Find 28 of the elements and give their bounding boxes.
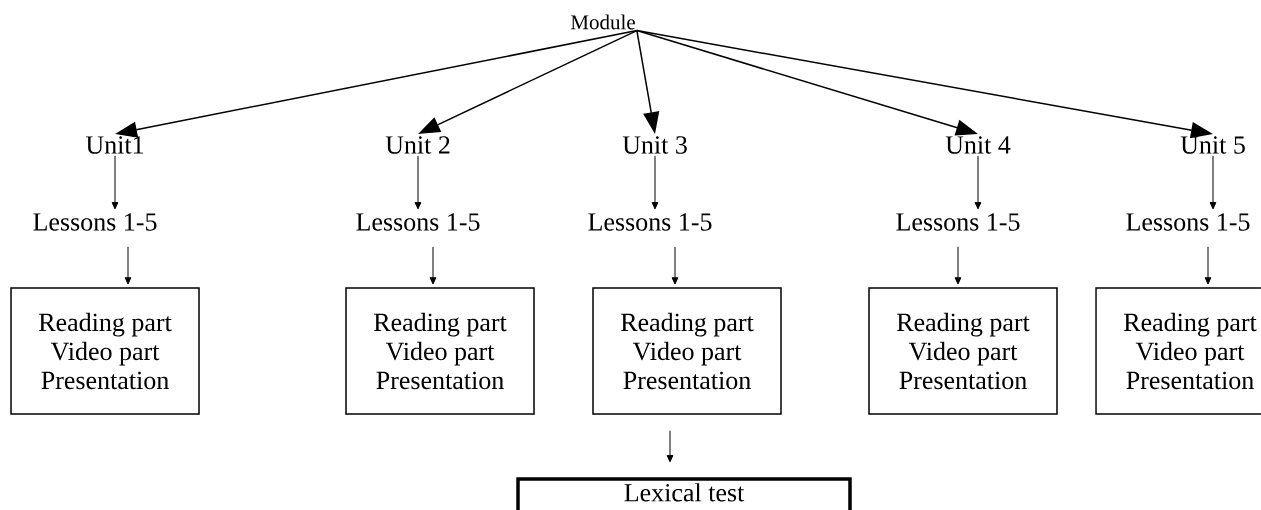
arrow: [651, 155, 659, 210]
content-box: Reading part Video part Presentation: [345, 287, 535, 415]
arrow: [974, 155, 982, 210]
node-label: Lessons 1-5: [1126, 213, 1250, 231]
arrow: [124, 277, 132, 285]
node-label: Lessons 1-5: [588, 213, 712, 231]
arrow: [1209, 155, 1217, 210]
arrow: [111, 155, 119, 210]
arrow: [429, 277, 437, 285]
arrow: [414, 155, 422, 210]
arrow: [954, 277, 962, 285]
arrow: [666, 430, 674, 463]
node-label: Lessons 1-5: [896, 213, 1020, 231]
node-label: Unit 3: [622, 136, 687, 154]
content-box: Reading part Video part Presentation: [592, 287, 782, 415]
arrow: [1204, 277, 1212, 285]
content-box: Reading part Video part Presentation: [868, 287, 1058, 415]
content-box: Reading part Video part Presentation: [10, 287, 200, 415]
node-label: Unit 4: [945, 136, 1011, 154]
node-label: Lessons 1-5: [356, 213, 480, 231]
arrow: [671, 277, 679, 285]
node-label: Unit 2: [385, 136, 450, 154]
node-label: Unit 5: [1180, 136, 1245, 154]
node-label: Lessons 1-5: [33, 213, 157, 231]
content-box: Reading part Video part Presentation: [1095, 287, 1261, 415]
node-label: Unit1: [85, 136, 144, 154]
node-label: Module: [570, 14, 635, 30]
test-box: Lexical test: [516, 477, 852, 510]
